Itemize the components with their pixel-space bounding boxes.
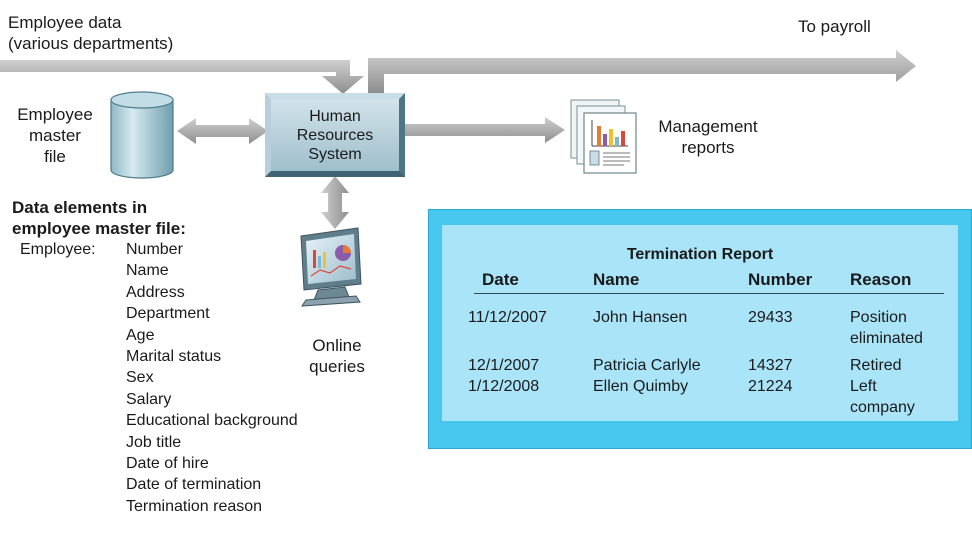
row-2-reason: Retired xyxy=(850,357,902,374)
header-rule xyxy=(474,293,944,294)
employee-data-line-1: Employee data xyxy=(8,13,122,32)
online-queries-line-1: Online xyxy=(312,336,362,355)
column-header-name: Name xyxy=(593,270,640,289)
row-3-number: 21224 xyxy=(748,378,793,395)
employee-prefix: Employee: xyxy=(20,241,96,258)
column-header-number: Number xyxy=(748,270,813,289)
row-1-number: 29433 xyxy=(748,309,793,326)
termination-report-card: Termination Report Date Name Number Reas… xyxy=(442,225,958,421)
online-queries-line-2: queries xyxy=(309,357,365,376)
master-file-label: Employee master file xyxy=(8,104,102,167)
row-1-reason: Position eliminated xyxy=(850,307,923,349)
list-item: Department xyxy=(126,305,210,323)
master-file-hr-arrow xyxy=(177,118,268,144)
master-file-line-1: Employee xyxy=(17,105,93,124)
row-3-name: Ellen Quimby xyxy=(593,378,689,395)
list-item: Sex xyxy=(126,369,154,387)
row-1-date: 11/12/2007 xyxy=(468,309,547,326)
data-elements-heading-line-1: Data elements in xyxy=(12,198,148,217)
row-1-name: John Hansen xyxy=(593,309,688,326)
online-queries-arrow xyxy=(321,176,349,229)
list-item: Address xyxy=(126,283,185,301)
list-item: Job title xyxy=(126,433,182,451)
list-item: Educational background xyxy=(126,412,298,430)
reports-arrow xyxy=(405,117,565,143)
row-3-reason-line-1: Left xyxy=(850,378,877,395)
list-item: Number xyxy=(126,241,183,258)
master-file-line-2: master xyxy=(29,126,81,145)
to-payroll-label: To payroll xyxy=(798,17,871,36)
computer-monitor-icon xyxy=(300,227,362,307)
hr-system-line-3: System xyxy=(308,145,362,163)
list-item: Name xyxy=(126,262,169,280)
to-payroll-arrow xyxy=(368,50,916,93)
list-item: Date of hire xyxy=(126,455,209,473)
termination-report-panel: Termination Report Date Name Number Reas… xyxy=(428,209,972,449)
management-reports-line-2: reports xyxy=(681,138,735,157)
list-item: Date of termination xyxy=(126,476,262,494)
employee-data-arrow xyxy=(0,60,364,94)
employee-data-line-2: (various departments) xyxy=(8,34,174,53)
list-item: Age xyxy=(126,326,155,344)
column-header-reason: Reason xyxy=(850,270,912,289)
online-queries-label: Online queries xyxy=(292,335,382,377)
employee-data-label: Employee data (various departments) xyxy=(8,12,173,54)
hr-system-line-2: Resources xyxy=(296,126,374,144)
column-header-date: Date xyxy=(482,270,519,289)
list-item: Salary xyxy=(126,390,172,408)
row-3-date: 1/12/2008 xyxy=(468,378,540,395)
data-elements-heading: Data elements in employee master file: xyxy=(12,197,186,239)
row-3-reason: Left company xyxy=(850,376,915,418)
row-2-number: 14327 xyxy=(748,357,793,374)
list-item: Termination reason xyxy=(126,497,263,515)
master-file-line-3: file xyxy=(44,147,66,166)
management-reports-label: Management reports xyxy=(648,116,768,158)
database-cylinder-icon xyxy=(110,91,174,179)
list-item: Marital status xyxy=(126,348,222,366)
hr-system-box: Human Resources System xyxy=(265,93,405,177)
row-1-reason-line-2: eliminated xyxy=(850,330,923,347)
row-2-name: Patricia Carlyle xyxy=(593,357,701,374)
row-1-reason-line-1: Position xyxy=(850,309,907,326)
hr-system-line-1: Human xyxy=(309,107,361,125)
data-elements-list: Number Name Address Department Age Marit… xyxy=(126,239,298,517)
management-reports-line-1: Management xyxy=(658,117,758,136)
report-documents-icon xyxy=(570,99,637,174)
row-2-date: 12/1/2007 xyxy=(468,357,540,374)
data-elements-heading-line-2: employee master file: xyxy=(12,219,186,238)
report-title: Termination Report xyxy=(626,246,774,263)
row-3-reason-line-2: company xyxy=(850,399,915,416)
